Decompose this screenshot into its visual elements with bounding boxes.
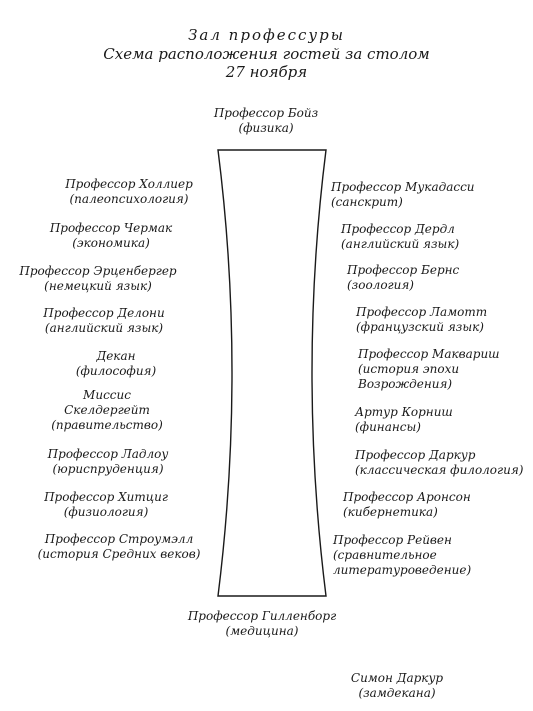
guest-name: Миссис	[83, 388, 131, 402]
guest-name: Профессор Дердл	[341, 222, 455, 236]
seat-head: Профессор Бойз (физика)	[166, 106, 366, 136]
guest-subject: (английский язык)	[341, 237, 460, 251]
guest-name: Артур Корниш	[355, 405, 453, 419]
guest-name: Профессор Бернс	[347, 263, 460, 277]
hall-title: Зал профессуры	[188, 26, 345, 44]
guest-subject: (палеопсихология)	[69, 192, 189, 206]
seat-left-3: Профессор Эрценбергер (немецкий язык)	[8, 264, 188, 294]
seat-left-8: Профессор Хитциг (физиология)	[16, 490, 196, 520]
seat-left-6: Миссис Скелдергейт (правительство)	[22, 388, 192, 433]
seat-right-4: Профессор Ламотт (французский язык)	[356, 305, 487, 335]
guest-name: Профессор Холлиер	[65, 177, 193, 191]
seat-right-9: Профессор Рейвен (сравнительное литерату…	[333, 533, 471, 578]
seat-left-2: Профессор Чермак (экономика)	[26, 221, 196, 251]
guest-name: Профессор Маквариш	[358, 347, 500, 361]
guest-subject: (английский язык)	[44, 321, 164, 335]
guest-subject: (история эпохи	[358, 362, 460, 376]
seat-right-5: Профессор Маквариш (история эпохи Возрож…	[358, 347, 500, 392]
guest-name: Профессор Рейвен	[333, 533, 452, 547]
guest-name: Профессор Мукадасси	[331, 180, 475, 194]
guest-subject: (классическая филология)	[355, 463, 524, 477]
seat-right-8: Профессор Аронсон (кибернетика)	[343, 490, 471, 520]
seat-right-1: Профессор Мукадасси (санскрит)	[331, 180, 475, 210]
guest-subject: (физиология)	[63, 505, 149, 519]
seat-right-3: Профессор Бернс (зоология)	[347, 263, 459, 293]
guest-subject: (философия)	[75, 364, 157, 378]
guest-subject: (финансы)	[355, 420, 421, 434]
guest-name: Профессор Даркур	[355, 448, 476, 462]
guest-subject: (зоология)	[347, 278, 414, 292]
guest-name: Профессор Хитциг	[44, 490, 168, 504]
guest-name: Профессор Строумэлл	[44, 532, 194, 546]
extra-guest: Симон Даркур (замдекана)	[322, 671, 472, 701]
seat-left-1: Профессор Холлиер (палеопсихология)	[44, 177, 214, 207]
guest-subject: (медицина)	[225, 624, 299, 638]
seat-right-6: Артур Корниш (финансы)	[355, 405, 453, 435]
seat-right-2: Профессор Дердл (английский язык)	[341, 222, 459, 252]
guest-name: Профессор Чермак	[49, 221, 173, 235]
guest-subject: (санскрит)	[331, 195, 403, 209]
guest-subject: (немецкий язык)	[44, 279, 152, 293]
guest-name-cont: Скелдергейт	[64, 403, 150, 417]
guest-name: Профессор Ладлоу	[47, 447, 169, 461]
guest-subject: (история Средних веков)	[37, 547, 201, 561]
guest-subject: (экономика)	[72, 236, 150, 250]
guest-name: Профессор Аронсон	[343, 490, 471, 504]
guest-subject: (французский язык)	[356, 320, 484, 334]
guest-subject-cont: Возрождения)	[358, 377, 453, 391]
guest-name: Профессор Бойз	[213, 106, 319, 120]
guest-name: Профессор Эрценбергер	[19, 264, 177, 278]
seat-left-5: Декан (философия)	[56, 349, 176, 379]
seat-left-9: Профессор Строумэлл (история Средних век…	[26, 532, 212, 562]
event-date: 27 ноября	[225, 63, 308, 81]
guest-name: Профессор Гилленборг	[187, 609, 337, 623]
guest-subject: (кибернетика)	[343, 505, 438, 519]
page-header: Зал профессуры Схема расположения гостей…	[0, 26, 533, 81]
seat-left-4: Профессор Делони (английский язык)	[14, 306, 194, 336]
guest-subject-cont: литературоведение)	[333, 563, 472, 577]
seating-subtitle: Схема расположения гостей за столом	[103, 45, 430, 63]
guest-name: Профессор Делони	[43, 306, 165, 320]
guest-subject: (сравнительное	[333, 548, 437, 562]
guest-subject: (правительство)	[51, 418, 163, 432]
seat-foot: Профессор Гилленборг (медицина)	[162, 609, 362, 639]
seat-left-7: Профессор Ладлоу (юриспруденция)	[18, 447, 198, 477]
guest-name: Симон Даркур	[350, 671, 444, 685]
guest-subject: (юриспруденция)	[52, 462, 164, 476]
guest-subject: (замдекана)	[358, 686, 436, 700]
guest-name: Профессор Ламотт	[356, 305, 488, 319]
seat-right-7: Профессор Даркур (классическая филология…	[355, 448, 523, 478]
guest-subject: (физика)	[238, 121, 294, 135]
guest-name: Декан	[96, 349, 136, 363]
